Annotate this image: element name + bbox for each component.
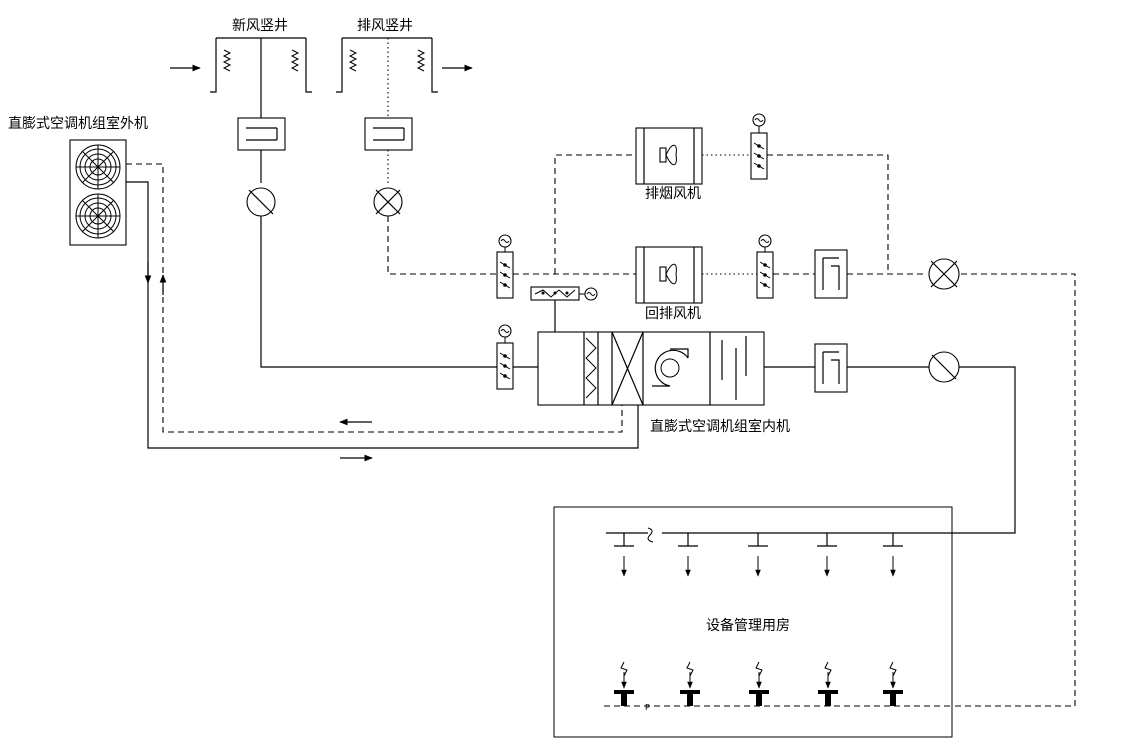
supply-diffuser-icon bbox=[614, 533, 634, 577]
exhaust-air-shaft: 排风竖井 bbox=[336, 18, 473, 93]
return-exhaust-fan: 回排风机 bbox=[635, 246, 703, 322]
return-grille-icon bbox=[749, 661, 769, 706]
supply-diffuser-icon bbox=[678, 533, 698, 577]
return-damper-icon bbox=[496, 234, 514, 299]
return-fire-damper-icon bbox=[928, 258, 960, 290]
fresh-air-silencer-icon bbox=[237, 117, 286, 151]
outdoor-unit-label: 直膨式空调机组室外机 bbox=[8, 115, 148, 132]
indoor-unit: 直膨式空调机组室内机 bbox=[496, 324, 815, 435]
supply-duct bbox=[662, 366, 1016, 534]
supply-silencer-icon bbox=[814, 343, 848, 393]
return-grille-icon bbox=[614, 661, 634, 706]
fresh-air-shaft: 新风竖井 bbox=[170, 18, 312, 93]
p-marker: P bbox=[645, 703, 650, 712]
outdoor-unit: 直膨式空调机组室外机 bbox=[8, 115, 148, 246]
smoke-exhaust-fan: 排烟风机 bbox=[635, 127, 703, 202]
axial-fan-icon bbox=[659, 263, 677, 285]
axial-fan-icon bbox=[659, 144, 677, 166]
exhaust-air-shaft-label: 排风竖井 bbox=[357, 18, 413, 34]
exhaust-silencer-icon bbox=[364, 117, 413, 151]
fresh-air-duct bbox=[237, 38, 497, 368]
supply-fire-damper-icon bbox=[928, 351, 960, 383]
fresh-air-fire-damper-icon bbox=[246, 187, 276, 217]
supply-diffuser-icon bbox=[883, 533, 903, 577]
return-silencer-icon bbox=[814, 249, 848, 299]
outdoor-fan-bottom-icon bbox=[75, 193, 121, 239]
outdoor-fan-top-icon bbox=[75, 144, 121, 190]
return-smoke-duct bbox=[513, 154, 1076, 707]
filter-icon bbox=[585, 337, 597, 399]
smoke-exhaust-fan-label: 排烟风机 bbox=[645, 186, 701, 202]
indoor-unit-label: 直膨式空调机组室内机 bbox=[650, 418, 790, 435]
exhaust-air-duct bbox=[364, 38, 497, 275]
return-grille-icon bbox=[818, 661, 838, 706]
mixing-damper-icon bbox=[530, 286, 598, 301]
return-grille-icon bbox=[680, 661, 700, 706]
inlet-damper-icon bbox=[496, 324, 514, 390]
centrifugal-fan-icon bbox=[652, 348, 689, 387]
exhaust-fire-damper-icon bbox=[373, 187, 403, 217]
supply-diffuser-icon bbox=[748, 533, 768, 577]
smoke-damper-icon bbox=[750, 113, 768, 180]
equipment-room-label: 设备管理用房 bbox=[706, 617, 790, 634]
return-grille-icon bbox=[883, 661, 903, 706]
equipment-room: 设备管理用房 P bbox=[553, 506, 953, 738]
refrigerant-piping bbox=[126, 163, 639, 462]
supply-diffuser-icon bbox=[817, 533, 837, 577]
fresh-air-shaft-label: 新风竖井 bbox=[232, 18, 288, 34]
return-exhaust-fan-label: 回排风机 bbox=[645, 306, 701, 322]
break-symbol bbox=[647, 527, 654, 543]
return-fan-damper-icon bbox=[756, 234, 774, 299]
